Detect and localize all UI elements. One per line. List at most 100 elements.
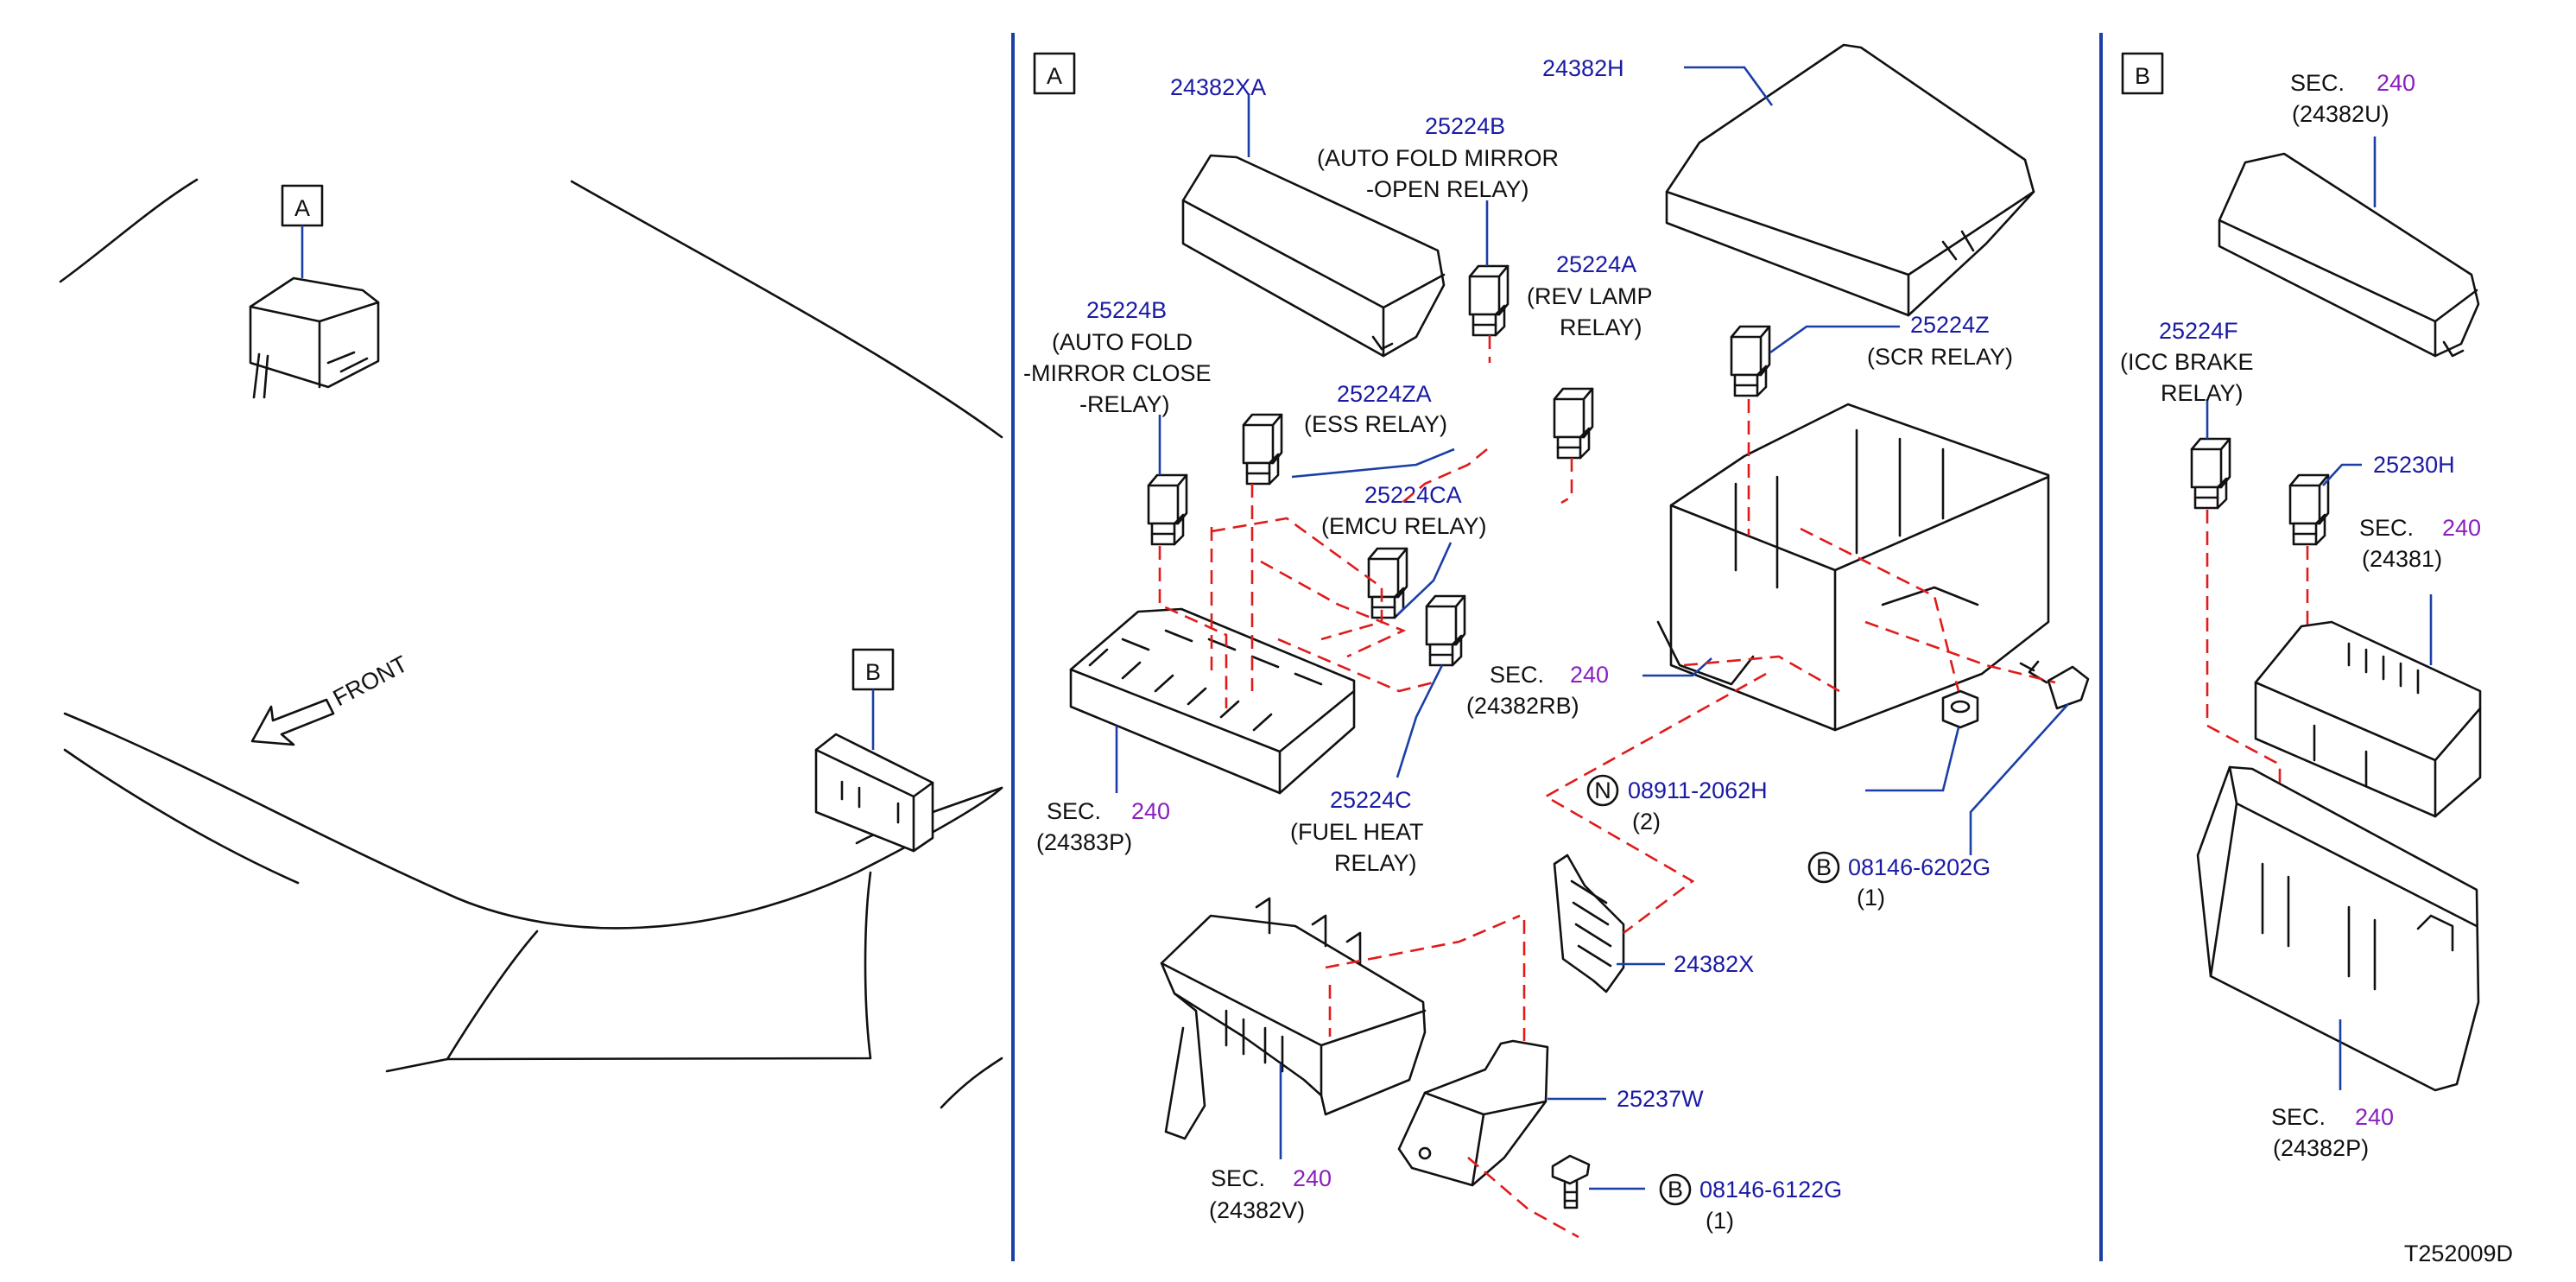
desc-auto-fold-close-3: -RELAY) bbox=[1079, 391, 1170, 417]
ref-24383p: (24383P) bbox=[1036, 829, 1132, 855]
bolt-symbol-1: B bbox=[1816, 854, 1832, 880]
headlamp-lower bbox=[385, 1057, 449, 1073]
leader-08911 bbox=[1865, 727, 1960, 792]
relay-25224b-close bbox=[1147, 473, 1188, 546]
bracket-25237w bbox=[1397, 1039, 1549, 1187]
bolt-symbol-1-circle bbox=[1807, 851, 1840, 884]
desc-auto-fold-open-2: -OPEN RELAY) bbox=[1366, 176, 1529, 202]
sec-num-24382p: 240 bbox=[2355, 1104, 2394, 1130]
ref-24381: (24381) bbox=[2362, 546, 2442, 572]
ref-24382u: (24382U) bbox=[2292, 101, 2389, 127]
desc-auto-fold-close-1: (AUTO FOLD bbox=[1052, 329, 1193, 355]
sec-num-24382v: 240 bbox=[1293, 1165, 1332, 1191]
bolt-symbol-2-circle bbox=[1659, 1173, 1692, 1206]
desc-icc-1: (ICC BRAKE bbox=[2120, 349, 2254, 375]
leader-24382rb bbox=[1642, 657, 1712, 677]
sec-word-24381: SEC. bbox=[2359, 515, 2414, 541]
panel-a-marker-label: A bbox=[1047, 63, 1062, 89]
label-25224z: 25224Z bbox=[1910, 312, 1990, 338]
label-08146-6202g: 08146-6202G bbox=[1848, 854, 1991, 880]
vehicle-overview: A FRONT B bbox=[59, 178, 1003, 1109]
label-08146-6122g: 08146-6122G bbox=[1699, 1177, 1842, 1203]
desc-auto-fold-open-1: (AUTO FOLD MIRROR bbox=[1317, 145, 1559, 171]
relay-25224z-scr bbox=[1730, 325, 1771, 397]
leader-24382h bbox=[1684, 66, 1774, 106]
desc-emcu: (EMCU RELAY) bbox=[1321, 513, 1487, 539]
leader-25224za bbox=[1291, 447, 1455, 479]
panel-b-marker-box bbox=[2121, 52, 2164, 95]
label-08911: 08911-2062H bbox=[1628, 777, 1768, 803]
bracket-24382x bbox=[1553, 854, 1625, 993]
desc-rev-lamp-2: RELAY) bbox=[1560, 314, 1642, 340]
sec-num-24381: 240 bbox=[2442, 515, 2481, 541]
fuse-block-b-icon bbox=[814, 733, 934, 853]
sec-num-24382u: 240 bbox=[2377, 70, 2415, 96]
desc-icc-2: RELAY) bbox=[2161, 380, 2244, 406]
ref-24382p: (24382P) bbox=[2273, 1135, 2369, 1161]
bolt-08146-6122g-icon bbox=[1551, 1154, 1591, 1209]
panel-a: A 24382XA 24382H 25224B (AUTO FOLD MIRRO… bbox=[1023, 43, 2090, 1239]
desc-ess: (ESS RELAY) bbox=[1304, 411, 1447, 437]
desc-auto-fold-close-2: -MIRROR CLOSE bbox=[1023, 360, 1212, 386]
fuse-block-24383p bbox=[1069, 607, 1356, 795]
fuse-base-24382p bbox=[2196, 765, 2480, 1092]
marker-a-label: A bbox=[294, 195, 310, 221]
fuse-block-24381 bbox=[2254, 620, 2482, 818]
panel-b-marker-label: B bbox=[2135, 63, 2150, 89]
label-24382h: 24382H bbox=[1542, 55, 1624, 81]
qty-nut: (2) bbox=[1632, 809, 1661, 835]
label-25230h: 25230H bbox=[2373, 452, 2455, 478]
bumper-line-2 bbox=[63, 748, 300, 885]
sec-word-24382v: SEC. bbox=[1211, 1165, 1265, 1191]
bracket-24382v bbox=[1160, 897, 1427, 1140]
bolt-08146-6202g-icon bbox=[2019, 660, 2090, 710]
relay-25224c-fuel-heat bbox=[1425, 594, 1466, 667]
leader-25224ca bbox=[1396, 542, 1453, 616]
front-arrow-icon bbox=[250, 698, 335, 746]
leader-25230h bbox=[2322, 463, 2362, 486]
fuse-cover-24382xa bbox=[1181, 154, 1446, 358]
label-25224f: 25224F bbox=[2159, 318, 2238, 344]
figure-code: T252009D bbox=[2404, 1241, 2513, 1266]
relay-25230h bbox=[2288, 473, 2330, 546]
ref-24382rb: (24382RB) bbox=[1466, 693, 1579, 719]
desc-fuel-heat-2: RELAY) bbox=[1334, 850, 1417, 876]
label-25224b-top: 25224B bbox=[1425, 113, 1505, 139]
fuse-block-a-icon bbox=[249, 276, 380, 399]
relay-25224za-ess bbox=[1242, 413, 1283, 486]
qty-bolt-2: (1) bbox=[1706, 1208, 1734, 1234]
assembly-callouts bbox=[1158, 335, 2056, 1239]
desc-rev-lamp-1: (REV LAMP bbox=[1527, 283, 1653, 309]
relay-25224b-open bbox=[1468, 264, 1510, 337]
leader-08146-6202g bbox=[1969, 703, 2069, 855]
label-25224a: 25224A bbox=[1556, 251, 1636, 277]
nut-symbol-circle bbox=[1586, 774, 1619, 807]
label-25224b-left: 25224B bbox=[1086, 297, 1167, 323]
wheel-arch bbox=[940, 1057, 1003, 1109]
label-25237w: 25237W bbox=[1617, 1086, 1704, 1112]
desc-scr: (SCR RELAY) bbox=[1867, 344, 2013, 370]
panel-b-callouts bbox=[2206, 510, 2309, 786]
ref-24382v: (24382V) bbox=[1209, 1197, 1305, 1223]
marker-b-label: B bbox=[865, 659, 881, 685]
fuse-cover-24382u bbox=[2218, 152, 2480, 358]
panel-b: B SEC. 240 (24382U) 25224F (ICC BRAKE RE… bbox=[2120, 52, 2482, 1161]
leader-25224z bbox=[1769, 325, 1900, 354]
sec-word-24383p: SEC. bbox=[1047, 798, 1101, 824]
front-label: FRONT bbox=[329, 651, 412, 711]
bolt-symbol-2: B bbox=[1668, 1177, 1683, 1203]
relay-25224f-icc-brake bbox=[2190, 437, 2231, 510]
panel-a-marker-box bbox=[1033, 52, 1076, 95]
nut-symbol: N bbox=[1594, 777, 1611, 803]
sec-num-24382rb: 240 bbox=[1570, 662, 1609, 688]
sec-word-24382u: SEC. bbox=[2290, 70, 2345, 96]
leader-25224c bbox=[1396, 664, 1444, 778]
label-24382xa: 24382XA bbox=[1170, 74, 1266, 100]
headlamp-outline bbox=[446, 871, 872, 1061]
label-25224c: 25224C bbox=[1330, 787, 1412, 813]
sec-word-24382rb: SEC. bbox=[1490, 662, 1544, 688]
nut-08911-icon bbox=[1941, 689, 1979, 729]
relay-box-24382rb bbox=[1656, 403, 2050, 732]
label-25224za: 25224ZA bbox=[1337, 381, 1432, 407]
sec-num-24383p: 240 bbox=[1131, 798, 1170, 824]
